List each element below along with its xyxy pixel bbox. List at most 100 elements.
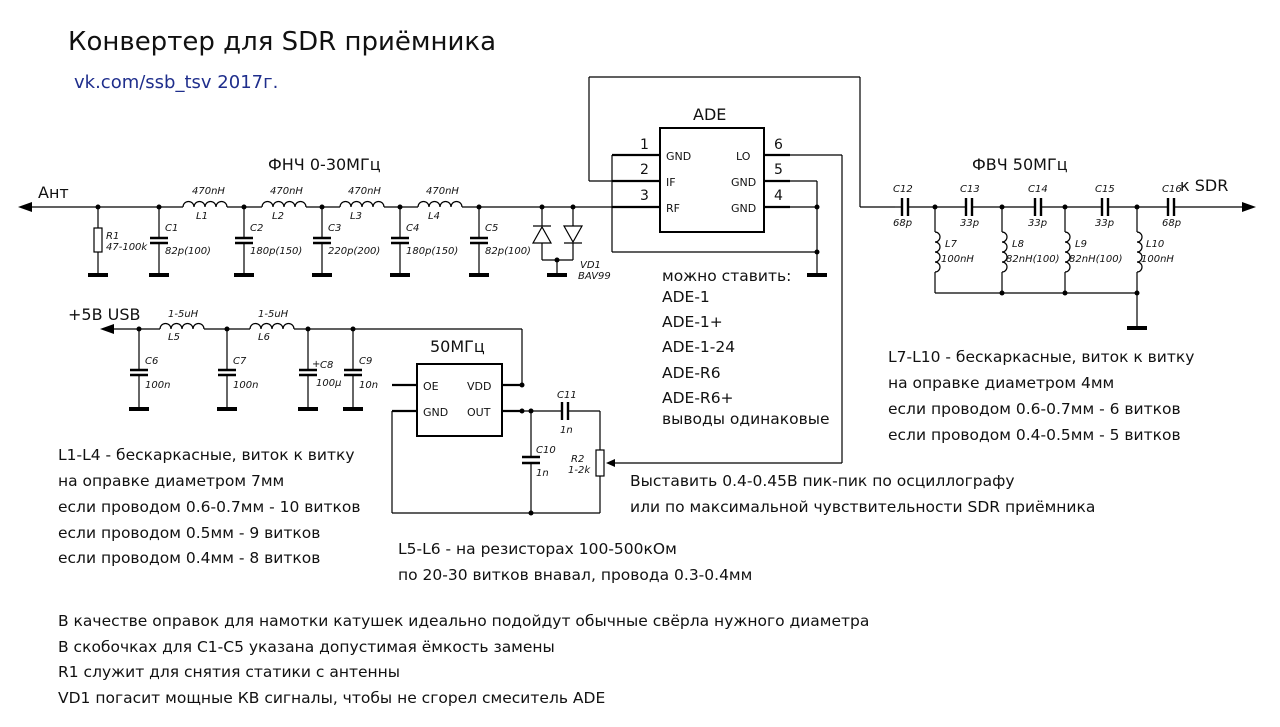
svg-text:180p(150): 180p(150) bbox=[406, 246, 458, 257]
capacitor-c8: + C8 100µ bbox=[298, 326, 341, 411]
svg-text:IF: IF bbox=[666, 176, 676, 189]
svg-text:100nH: 100nH bbox=[941, 254, 974, 265]
svg-text:100nH: 100nH bbox=[1141, 254, 1174, 265]
svg-text:В скобочках для C1-C5 указана: В скобочках для C1-C5 указана допустимая… bbox=[58, 638, 555, 656]
svg-text:L4: L4 bbox=[428, 211, 440, 222]
svg-text:4: 4 bbox=[774, 188, 783, 204]
svg-text:OUT: OUT bbox=[467, 406, 491, 419]
rf-input-line bbox=[18, 202, 638, 212]
svg-text:C6: C6 bbox=[145, 356, 158, 367]
mixer-wiring bbox=[588, 76, 895, 467]
svg-text:если проводом 0.6-0.7мм - 10 в: если проводом 0.6-0.7мм - 10 витков bbox=[58, 498, 360, 516]
svg-text:R1 служит для снятия статики с: R1 служит для снятия статики с антенны bbox=[58, 663, 400, 681]
capacitor-c16: C16 68p bbox=[1162, 184, 1182, 229]
capacitor-c10: C10 1n bbox=[522, 445, 556, 479]
svg-text:3: 3 bbox=[640, 188, 649, 204]
svg-text:1n: 1n bbox=[560, 425, 573, 436]
svg-text:5: 5 bbox=[774, 162, 783, 178]
svg-text:ADE-R6: ADE-R6 bbox=[662, 364, 721, 382]
osc-label: 50МГц bbox=[430, 337, 485, 356]
svg-text:на оправке диаметром 7мм: на оправке диаметром 7мм bbox=[58, 472, 284, 490]
inductor-l2: 470nH L2 bbox=[261, 186, 307, 222]
svg-text:по 20-30 витков внавал, провод: по 20-30 витков внавал, провода 0.3-0.4м… bbox=[398, 566, 752, 584]
svg-text:VD1: VD1 bbox=[580, 260, 601, 271]
power-arrow-icon bbox=[100, 324, 114, 334]
svg-text:C2: C2 bbox=[250, 223, 263, 234]
svg-text:1-5uH: 1-5uH bbox=[258, 309, 289, 320]
capacitor-c7: C7 100n bbox=[217, 326, 258, 411]
capacitor-c11: C11 1n bbox=[557, 390, 577, 436]
svg-text:C5: C5 bbox=[485, 223, 498, 234]
svg-text:VD1 погасит мощные КВ сигналы,: VD1 погасит мощные КВ сигналы, чтобы не … bbox=[58, 689, 605, 707]
svg-text:C4: C4 bbox=[406, 223, 419, 234]
svg-text:33p: 33p bbox=[1095, 218, 1114, 229]
capacitor-c1: C1 82p(100) bbox=[149, 204, 211, 277]
svg-text:C14: C14 bbox=[1028, 184, 1048, 195]
inductor-l9: L9 82nH(100) bbox=[1062, 204, 1122, 296]
svg-text:на оправке диаметром 4мм: на оправке диаметром 4мм bbox=[888, 374, 1114, 392]
sdr-label: к SDR bbox=[1180, 176, 1228, 195]
svg-text:C10: C10 bbox=[536, 445, 556, 456]
ade-variants-note: можно ставить: ADE-1 ADE-1+ ADE-1-24 ADE… bbox=[662, 267, 830, 428]
notes-bottom: В качестве оправок для намотки катушек и… bbox=[58, 612, 869, 707]
svg-text:выводы одинаковые: выводы одинаковые bbox=[662, 410, 830, 428]
svg-text:82nH(100): 82nH(100) bbox=[1006, 254, 1059, 265]
svg-text:68p: 68p bbox=[893, 218, 912, 229]
svg-text:L6: L6 bbox=[258, 332, 270, 343]
hpf-label: ФВЧ 50МГц bbox=[972, 155, 1068, 174]
svg-text:L1-L4 - бескаркасные, виток к: L1-L4 - бескаркасные, виток к витку bbox=[58, 446, 355, 464]
svg-text:BAV99: BAV99 bbox=[578, 271, 611, 282]
oscillator-wiring bbox=[391, 408, 601, 516]
power-label: +5В USB bbox=[68, 305, 141, 324]
svg-text:1-2k: 1-2k bbox=[568, 465, 591, 476]
svg-text:можно ставить:: можно ставить: bbox=[662, 267, 791, 285]
svg-text:10n: 10n bbox=[359, 380, 378, 391]
svg-text:L7-L10 - бескаркасные, виток к: L7-L10 - бескаркасные, виток к витку bbox=[888, 348, 1194, 366]
capacitor-c13: C13 33p bbox=[960, 184, 980, 229]
svg-text:L3: L3 bbox=[350, 211, 362, 222]
notes-level: Выставить 0.4-0.45В пик-пик по осциллогр… bbox=[630, 472, 1095, 516]
svg-text:L2: L2 bbox=[272, 211, 284, 222]
svg-text:L8: L8 bbox=[1012, 239, 1024, 250]
capacitor-c2: C2 180p(150) bbox=[234, 204, 302, 277]
svg-text:ADE-R6+: ADE-R6+ bbox=[662, 389, 734, 407]
ant-arrow-icon bbox=[18, 202, 32, 212]
sdr-arrow-icon bbox=[1242, 202, 1256, 212]
inductor-l8: L8 82nH(100) bbox=[999, 204, 1059, 296]
diode-vd1: VD1 BAV99 bbox=[531, 204, 611, 282]
capacitor-c15: C15 33p bbox=[1095, 184, 1115, 229]
svg-text:100n: 100n bbox=[233, 380, 258, 391]
inductor-l5: 1-5uH L5 bbox=[159, 309, 205, 343]
svg-text:C12: C12 bbox=[893, 184, 913, 195]
svg-text:RF: RF bbox=[666, 202, 680, 215]
svg-text:C7: C7 bbox=[233, 356, 247, 367]
svg-text:33p: 33p bbox=[960, 218, 979, 229]
svg-text:82p(100): 82p(100) bbox=[485, 246, 531, 257]
svg-text:C9: C9 bbox=[359, 356, 372, 367]
svg-text:L5: L5 bbox=[168, 332, 180, 343]
inductor-l10: L10 100nH bbox=[1134, 204, 1174, 296]
svg-text:GND: GND bbox=[731, 202, 756, 215]
inductor-l6: 1-5uH L6 bbox=[249, 309, 295, 343]
svg-text:C16: C16 bbox=[1162, 184, 1182, 195]
svg-text:180p(150): 180p(150) bbox=[250, 246, 302, 257]
oscillator-50mhz: OE GND VDD OUT bbox=[392, 363, 525, 437]
svg-text:82p(100): 82p(100) bbox=[165, 246, 211, 257]
svg-text:470nH: 470nH bbox=[426, 186, 459, 197]
svg-text:1-5uH: 1-5uH bbox=[168, 309, 199, 320]
svg-text:82nH(100): 82nH(100) bbox=[1069, 254, 1122, 265]
svg-text:L5-L6 - на резисторах 100-500к: L5-L6 - на резисторах 100-500кОм bbox=[398, 540, 677, 558]
svg-text:1n: 1n bbox=[536, 468, 549, 479]
svg-text:47-100k: 47-100k bbox=[106, 242, 148, 253]
capacitor-c9: C9 10n bbox=[343, 326, 378, 411]
ant-label: Ант bbox=[38, 183, 69, 202]
svg-text:470nH: 470nH bbox=[192, 186, 225, 197]
svg-text:6: 6 bbox=[774, 137, 783, 153]
inductor-l1: 470nH L1 bbox=[182, 186, 228, 222]
svg-text:GND: GND bbox=[423, 406, 448, 419]
svg-text:C13: C13 bbox=[960, 184, 980, 195]
svg-text:C3: C3 bbox=[328, 223, 341, 234]
resistor-r1: R1 47-100k bbox=[88, 204, 148, 277]
svg-text:если проводом 0.4-0.5мм - 5 ви: если проводом 0.4-0.5мм - 5 витков bbox=[888, 426, 1181, 444]
